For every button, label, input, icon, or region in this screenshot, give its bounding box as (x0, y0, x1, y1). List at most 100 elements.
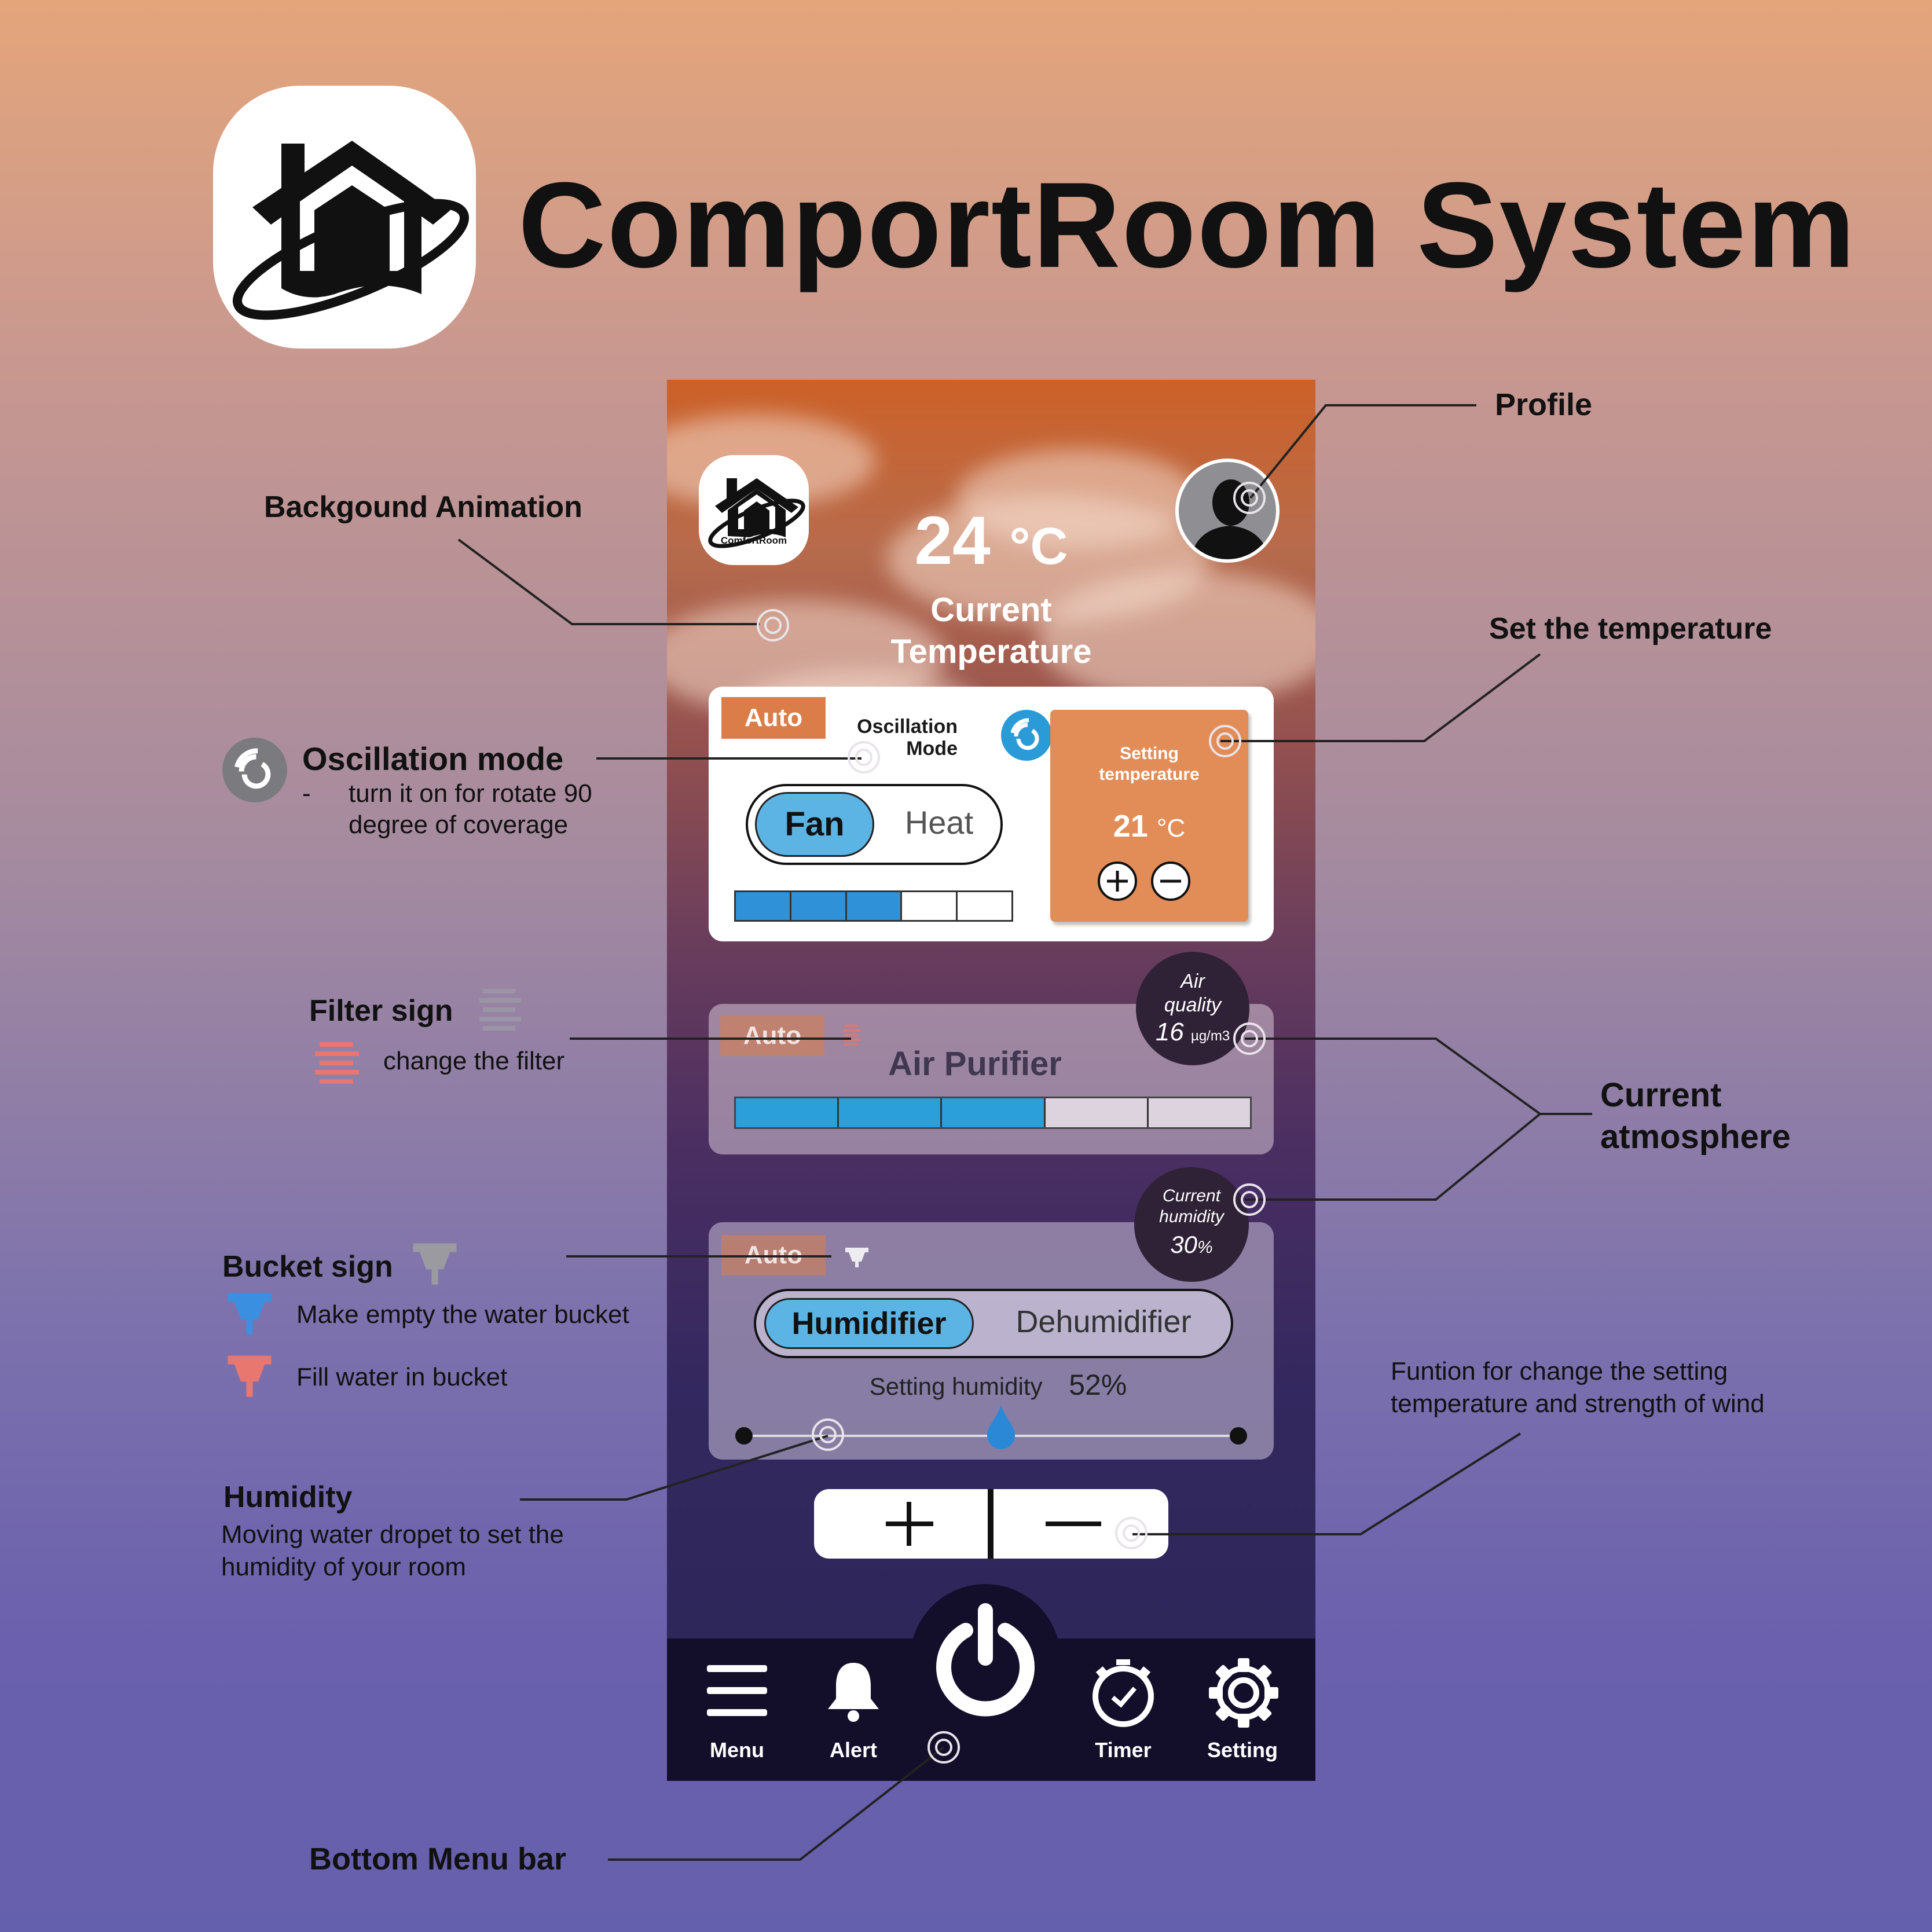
oscillation-mode-label: Oscillation Mode (848, 716, 958, 760)
fan-strength-segment[interactable] (791, 892, 847, 920)
control-divider (988, 1489, 994, 1559)
house-logo-icon (232, 141, 470, 320)
annotation-set-temperature: Set the temperature (1489, 612, 1772, 646)
annotation-oscillation-dash: - (302, 779, 311, 808)
air-quality-unit: µg/m3 (1191, 1028, 1230, 1044)
setting-humidity: Setting humidity 52% (795, 1368, 1201, 1402)
nav-setting-label: Setting (1207, 1738, 1278, 1762)
air-strength-segment[interactable] (1045, 1098, 1149, 1127)
profile-avatar[interactable] (1175, 459, 1280, 563)
fan-strength-segment[interactable] (902, 892, 958, 920)
annotation-current-atmosphere-line2: atmosphere (1600, 1118, 1791, 1156)
current-humidity-line1: Current (1162, 1186, 1221, 1205)
mode-humidifier-button[interactable]: Humidifier (764, 1298, 974, 1349)
current-humidity-badge: Current humidity 30% (1134, 1167, 1249, 1282)
current-humidity-unit: % (1197, 1238, 1213, 1257)
setting-label-line1: Setting (1120, 744, 1179, 763)
current-humidity-value: 30 (1170, 1231, 1198, 1258)
air-purifier-strength-bar[interactable] (734, 1097, 1252, 1129)
setting-temperature-value: 21 °C (1050, 808, 1248, 844)
fan-strength-segment[interactable] (846, 892, 903, 920)
fan-strength-segment[interactable] (958, 892, 1011, 920)
annotation-bottom-menu: Bottom Menu bar (309, 1842, 566, 1876)
annotation-humidity-desc1: Moving water dropet to set the (221, 1520, 564, 1549)
setting-humidity-label: Setting humidity (869, 1373, 1043, 1400)
bell-icon (828, 1663, 879, 1722)
air-strength-segment[interactable] (1148, 1098, 1251, 1127)
setting-temp-number: 21 (1113, 809, 1148, 844)
annotation-bucket-fill: Fill water in bucket (296, 1363, 508, 1391)
humidity-slider[interactable] (735, 1405, 1247, 1454)
air-auto-button[interactable]: Auto (720, 1016, 824, 1056)
annotation-filter-desc: change the filter (383, 1047, 565, 1075)
filter-sign-icon (843, 1024, 860, 1046)
mode-dehumidifier-button[interactable]: Dehumidifier (1016, 1304, 1192, 1339)
page-title: ComportRoom System (518, 157, 1857, 293)
current-temp-unit: °C (1009, 518, 1068, 575)
current-temp-label-line1: Current (930, 591, 1052, 629)
fan-card: Auto Oscillation Mode Fan Heat Setting t… (709, 687, 1274, 941)
humidifier-toggle[interactable]: Humidifier Dehumidifier (754, 1289, 1233, 1358)
air-strength-segment[interactable] (736, 1098, 839, 1127)
fan-auto-button[interactable]: Auto (721, 697, 826, 739)
setting-label-line2: temperature (1099, 765, 1200, 784)
annotation-oscillation-title: Oscillation mode (302, 740, 564, 777)
mode-fan-button[interactable]: Fan (755, 792, 874, 857)
nav-menu[interactable]: Menu (691, 1638, 783, 1781)
annotation-bucket-title: Bucket sign (222, 1250, 393, 1284)
nav-timer[interactable]: Timer (1077, 1638, 1170, 1781)
user-silhouette-icon (1190, 479, 1269, 559)
phone-screen: ComfortRoom 24 °C Current Temperature Au… (667, 380, 1315, 1781)
annotation-oscillation-desc1: turn it on for rotate 90 (349, 779, 592, 808)
plus-minus-control (814, 1489, 1168, 1559)
air-quality-line1: Air (1181, 970, 1205, 992)
minus-icon (1160, 879, 1181, 883)
annotation-current-atmosphere-line1: Current (1600, 1076, 1722, 1114)
temp-increase-button[interactable] (1098, 861, 1137, 901)
water-droplet-handle-icon[interactable] (985, 1404, 1017, 1450)
fan-strength-bar[interactable] (734, 890, 1013, 922)
nav-menu-label: Menu (710, 1738, 764, 1762)
timer-icon (1093, 1659, 1154, 1727)
annotation-background-animation: Backgound Animation (264, 490, 582, 524)
air-strength-segment[interactable] (942, 1098, 1046, 1127)
air-quality-line2: quality (1164, 994, 1222, 1016)
nav-alert[interactable]: Alert (807, 1638, 900, 1781)
annotation-filter-title: Filter sign (309, 994, 453, 1028)
mode-heat-button[interactable]: Heat (904, 804, 974, 841)
fan-strength-segment[interactable] (736, 892, 791, 920)
annotation-humidity-title: Humidity (223, 1480, 353, 1514)
slider-max-dot (1230, 1427, 1247, 1445)
plus-icon (886, 1502, 933, 1546)
oscillation-legend-badge (222, 738, 287, 802)
annotation-humidity-desc2: humidity of your room (221, 1553, 467, 1581)
gear-icon (1209, 1658, 1278, 1728)
menu-icon (707, 1665, 767, 1716)
bucket-red-icon (228, 1355, 272, 1397)
fan-heat-toggle[interactable]: Fan Heat (746, 784, 1003, 865)
humidity-auto-button[interactable]: Auto (721, 1235, 826, 1275)
slider-min-dot (735, 1427, 753, 1445)
setting-humidity-value: 52% (1069, 1369, 1127, 1401)
app-logo (213, 86, 476, 349)
filter-gray-icon (479, 989, 521, 1031)
setting-temperature-label: Setting temperature (1050, 743, 1248, 785)
power-button[interactable] (910, 1584, 1061, 1735)
oscillation-icon (1010, 718, 1039, 750)
nav-timer-label: Timer (1095, 1738, 1152, 1762)
air-quality-value: 16 (1155, 1018, 1184, 1046)
mini-app-logo[interactable]: ComfortRoom (699, 455, 809, 565)
decrease-button[interactable] (994, 1489, 1168, 1559)
air-purifier-title: Air Purifier (888, 1045, 1062, 1083)
current-temperature: 24 °C (812, 501, 1171, 580)
oscillation-label-line1: Oscillation (857, 716, 958, 738)
temp-decrease-button[interactable] (1151, 861, 1190, 901)
increase-button[interactable] (814, 1489, 988, 1559)
minus-icon (1046, 1522, 1101, 1526)
filter-red-icon (315, 1042, 359, 1084)
oscillation-toggle[interactable] (1001, 710, 1052, 761)
air-quality-badge: Air quality 16 µg/m3 (1136, 952, 1249, 1065)
air-strength-segment[interactable] (839, 1098, 943, 1127)
nav-setting[interactable]: Setting (1196, 1638, 1289, 1781)
oscillation-label-line2: Mode (906, 738, 958, 760)
